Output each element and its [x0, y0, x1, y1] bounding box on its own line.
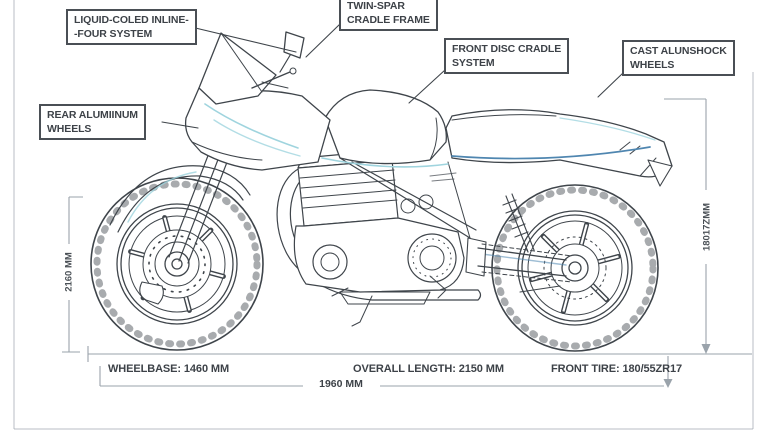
page-border [13, 0, 754, 430]
rear-shock [502, 193, 535, 253]
motorcycle-drawing [90, 31, 673, 352]
callout-line: SYSTEM [452, 56, 495, 69]
dim-right-arrow [701, 344, 711, 354]
front-fairing [184, 87, 331, 171]
rear-wheel [491, 184, 659, 352]
front-wheel [90, 177, 264, 351]
callout-line: LIQUID-COLED INLINE- [74, 14, 189, 26]
front-brake-caliper [139, 281, 164, 305]
dim-lower-width-line [99, 366, 664, 387]
spec-wheelbase: WHEELBASE: 1460 MM [108, 363, 230, 375]
callout-line: REAR ALUMIINUM [47, 109, 138, 121]
dim-right-height-line [664, 98, 707, 346]
side-panel-badge [429, 172, 457, 182]
baseline [87, 346, 752, 362]
seat-tail [445, 109, 673, 178]
dim-label-lower-width: 1960 MM [313, 378, 369, 390]
dim-down-arrow [663, 379, 673, 388]
spec-overall-length: OVERALL LENGTH: 2150 MM [353, 363, 504, 375]
front-fender [109, 165, 251, 233]
spec-front-tire: FRONT TIRE: 180/55ZR17 [551, 363, 683, 375]
leader-front-disc [408, 69, 446, 104]
accent-lines [204, 103, 656, 168]
callout-line: -FOUR SYSTEM [74, 27, 153, 40]
swingarm-chain [465, 237, 573, 293]
callout-rear-aluminum-wheels: REAR ALUMIINUM WHEELS [39, 104, 146, 141]
callout-line: WHEELS [630, 58, 675, 71]
callout-line: CRADLE FRAME [347, 13, 430, 26]
dim-left-height-line [62, 196, 83, 353]
callout-line: FRONT DISC CRADLE [452, 43, 562, 55]
leader-lines [161, 23, 624, 129]
callout-twin-spar-cradle-frame: TWIN-SPAR CRADLE FRAME [339, 0, 438, 32]
leader-twin-spar [305, 23, 341, 58]
mirror [283, 31, 305, 59]
callout-cast-alunshock-wheels: CAST ALUNSHOCK WHEELS [622, 40, 735, 77]
fuel-tank [324, 89, 447, 165]
callout-front-disc-cradle-system: FRONT DISC CRADLE SYSTEM [444, 38, 570, 75]
callout-line: TWIN-SPAR [347, 0, 405, 12]
leader-liquid-cooled [186, 25, 297, 53]
engine [293, 149, 465, 327]
leader-cast-wheels [597, 72, 624, 98]
dim-label-left-height: 2160 MM [63, 252, 75, 292]
dimension-lines [62, 98, 752, 388]
bodywork [184, 31, 673, 187]
leader-rear-wheels [161, 121, 199, 129]
dim-label-right-height: 18017ZMM [701, 202, 713, 252]
callout-line: CAST ALUNSHOCK [630, 45, 727, 57]
callout-liquid-cooled-inline-four: LIQUID-COLED INLINE- -FOUR SYSTEM [66, 9, 197, 46]
callout-line: WHEELS [47, 122, 92, 135]
